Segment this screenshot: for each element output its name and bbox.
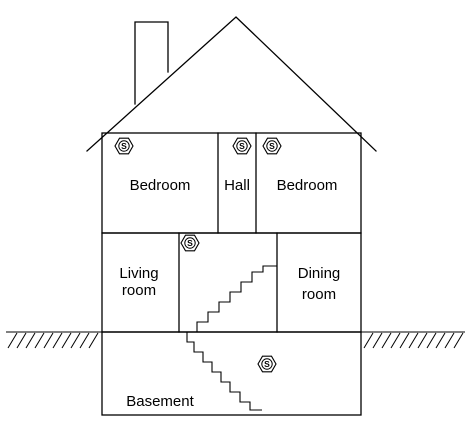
ground-hatch-mark	[381, 332, 392, 349]
smoke-detector-stair-hall: S	[180, 234, 200, 252]
room-label-living-line1: Living	[119, 265, 158, 282]
ground-hatch-mark	[43, 332, 54, 349]
detector-label: S	[239, 141, 245, 151]
roof	[86, 16, 377, 152]
ground-left	[6, 331, 102, 349]
room-label-living-line2: room	[122, 282, 156, 299]
ground-hatch-mark	[61, 332, 72, 349]
ground-hatch-mark	[25, 332, 36, 349]
detector-label: S	[121, 141, 127, 151]
room-label-bedroom-left: Bedroom	[130, 177, 191, 194]
ground-hatch-mark	[52, 332, 63, 349]
detector-label: S	[187, 238, 193, 248]
room-label-hall: Hall	[224, 177, 250, 194]
ground-hatch-mark	[399, 332, 410, 349]
smoke-detector-hall: S	[232, 137, 252, 155]
ground-hatch-mark	[16, 332, 27, 349]
smoke-detector-icon	[114, 137, 134, 155]
room-label-dining-line1: Dining	[298, 265, 341, 282]
ground-hatch-mark	[390, 332, 401, 349]
staircase-upper	[196, 265, 277, 332]
staircase-basement	[186, 332, 262, 411]
ground-hatch-mark	[417, 332, 428, 349]
ground-hatch-mark	[70, 332, 81, 349]
ground-hatch-mark	[453, 332, 464, 349]
ground-hatch-mark	[79, 332, 90, 349]
ground-hatch-mark	[372, 332, 383, 349]
ground-hatch-mark	[435, 332, 446, 349]
basement-floor	[101, 331, 362, 416]
ground-right	[360, 331, 465, 349]
ground-hatch-mark	[7, 332, 18, 349]
ground-hatch-mark	[88, 332, 99, 349]
smoke-detector-bedroom-right: S	[262, 137, 282, 155]
room-label-basement: Basement	[126, 393, 194, 410]
smoke-detector-bedroom-left: S	[114, 137, 134, 155]
ground-hatch-mark	[444, 332, 455, 349]
ground-hatching-left	[7, 332, 99, 349]
room-label-bedroom-right: Bedroom	[277, 177, 338, 194]
ground-hatch-mark	[34, 332, 45, 349]
ground-hatch-mark	[408, 332, 419, 349]
detector-label: S	[269, 141, 275, 151]
smoke-detector-basement: S	[257, 355, 277, 373]
smoke-detector-icon	[180, 234, 200, 252]
detector-label: S	[264, 359, 270, 369]
room-label-dining-line2: room	[302, 286, 336, 303]
chimney	[134, 21, 169, 105]
ground-hatching-right	[363, 332, 464, 349]
ground-hatch-mark	[426, 332, 437, 349]
smoke-detector-icon	[262, 137, 282, 155]
smoke-detector-icon	[257, 355, 277, 373]
ground-hatch-mark	[363, 332, 374, 349]
smoke-detector-icon	[232, 137, 252, 155]
